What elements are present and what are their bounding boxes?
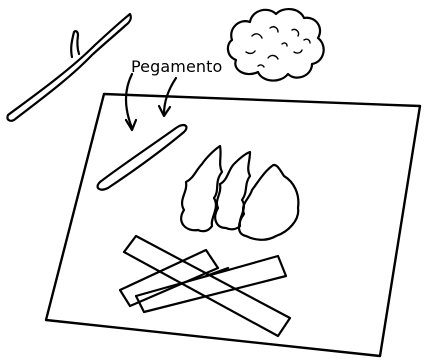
log-sticks xyxy=(120,236,290,336)
glue-label: Pegamento xyxy=(131,57,222,76)
flame-cutouts xyxy=(181,146,298,240)
glue-line xyxy=(98,125,187,190)
twig-icon xyxy=(7,14,130,121)
paper-sheet xyxy=(46,94,420,356)
cotton-ball-icon xyxy=(228,9,324,81)
arrow-icon xyxy=(126,74,136,130)
